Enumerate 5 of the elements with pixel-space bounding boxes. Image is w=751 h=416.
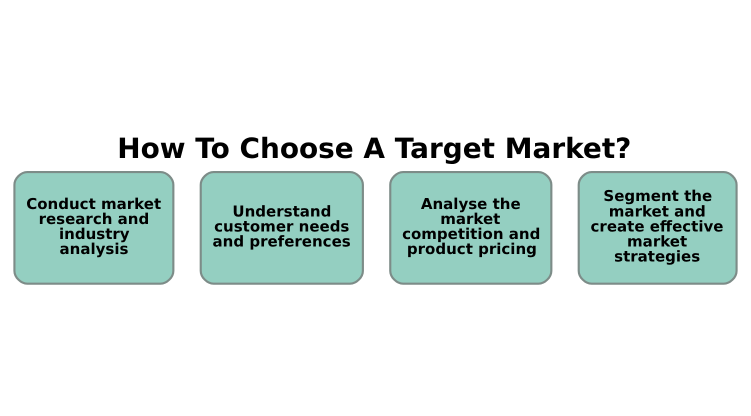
node-box: Segment the market and create effective market strategies: [578, 170, 738, 285]
diagram-title: How To Choose A Target Market?: [117, 132, 632, 165]
node-box: Conduct market research and industry analysis: [13, 170, 174, 285]
node-box: Analyse the market competition and product pricing: [389, 170, 552, 285]
node-box: Understand customer needs and preferences: [200, 170, 364, 285]
